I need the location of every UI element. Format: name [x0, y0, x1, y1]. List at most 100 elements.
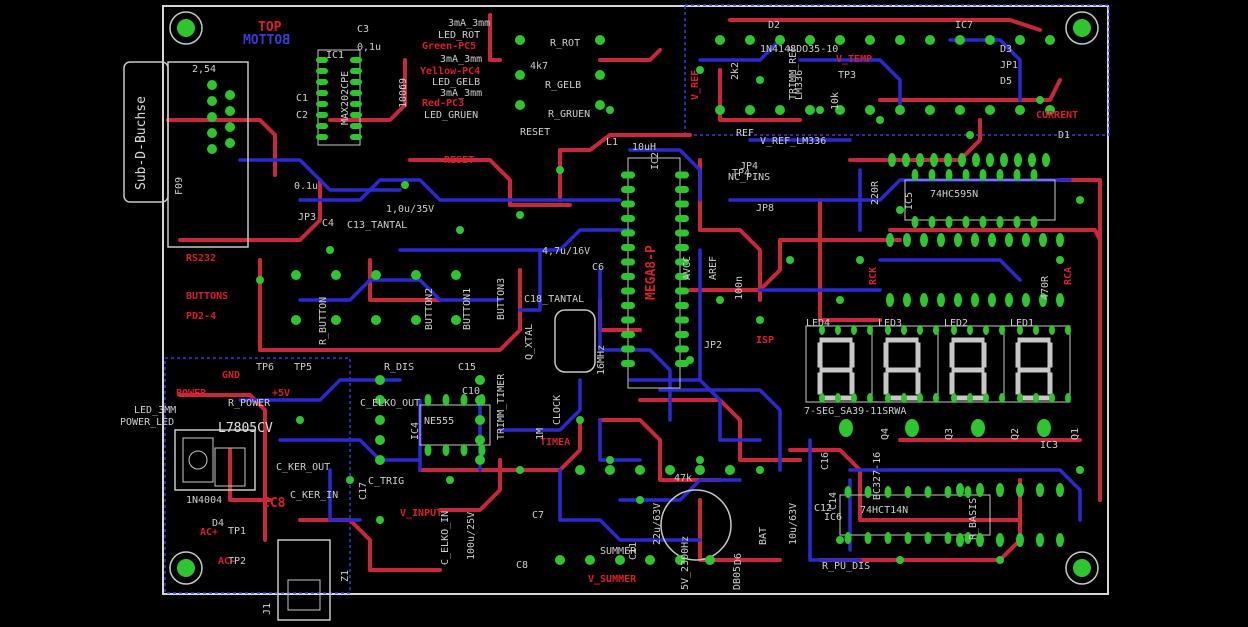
comp-jp4: JP4 [740, 161, 759, 172]
label-reset: RESET [444, 155, 475, 166]
pad [901, 393, 907, 403]
pad [695, 465, 705, 475]
pad [924, 532, 932, 544]
comp-c14: C14 [828, 491, 839, 510]
pad [1049, 325, 1055, 335]
pad [316, 101, 328, 107]
comp-c-ker-out: C_KER_OUT [276, 462, 331, 473]
via [556, 166, 564, 174]
comp-q2: Q2 [1010, 427, 1021, 440]
pad [621, 258, 635, 266]
pad [951, 393, 957, 403]
title-top: TOP [258, 20, 282, 35]
via [896, 556, 904, 564]
pad [1013, 169, 1021, 181]
pad [972, 153, 980, 167]
comp-10u-63v: 10u/63V [788, 502, 799, 545]
pad [1039, 293, 1047, 307]
comp-led4: LED4 [806, 318, 831, 329]
comp-c15: C15 [458, 362, 477, 373]
comp-ic3: IC3 [1040, 440, 1059, 451]
comp-47k: 47k [674, 473, 693, 484]
pad [316, 57, 328, 63]
pad [864, 532, 872, 544]
pad [745, 105, 755, 115]
via [756, 76, 764, 84]
comp-c4-value: 0.1u [294, 181, 319, 192]
via [1076, 466, 1084, 474]
via [1056, 256, 1064, 264]
comp-mega8: MEGA8-P [644, 245, 659, 300]
comp-j1: J1 [262, 602, 273, 615]
mounting-holes [169, 11, 1099, 585]
pad [675, 273, 689, 280]
pad [1022, 233, 1030, 247]
comp-d3: D3 [1000, 44, 1013, 55]
pad [621, 273, 635, 280]
pad [621, 229, 635, 237]
f09-label: F09 [174, 176, 185, 195]
pad [844, 532, 852, 544]
pad [350, 123, 362, 129]
pad [451, 270, 461, 280]
pad [350, 134, 362, 140]
comp-c13-value: 1,0u/35V [386, 204, 435, 215]
pad [956, 483, 964, 497]
pad [916, 153, 924, 167]
pad [442, 444, 450, 456]
label-rca: RCA [1063, 266, 1074, 285]
pad [1065, 393, 1071, 403]
pad [375, 415, 385, 425]
comp-led2: LED2 [944, 318, 969, 329]
comp-max202: MAX202CPE [340, 70, 351, 125]
via [606, 106, 614, 114]
pad [904, 532, 912, 544]
via [456, 226, 464, 234]
via [896, 206, 904, 214]
label-vinput: V_INPUT [400, 508, 443, 519]
comp-c12: C12 [814, 503, 833, 514]
pad [945, 216, 953, 228]
pad [225, 122, 235, 132]
pad [884, 486, 892, 498]
via [716, 296, 724, 304]
pad [964, 532, 972, 544]
label-power: POWER [176, 388, 207, 399]
pad [1056, 483, 1064, 497]
pad [207, 96, 217, 106]
pad [1056, 293, 1064, 307]
pad [988, 293, 996, 307]
pad [675, 244, 689, 251]
pad [1056, 233, 1064, 247]
pad [886, 233, 894, 247]
comp-c2: C2 [296, 110, 309, 121]
pad [605, 465, 615, 475]
label-5v: +5V [272, 388, 291, 399]
comp-ic2: IC2 [650, 151, 661, 170]
pad [835, 325, 841, 335]
comp-bc327: BC327-16 [872, 451, 883, 500]
comp-c18-value: 4,7u/16V [542, 246, 591, 257]
comp-470r: 470R [1040, 275, 1051, 300]
comp-button3: BUTTON3 [496, 277, 507, 320]
via [256, 276, 264, 284]
pad [350, 90, 362, 96]
label-gnd: GND [222, 370, 241, 381]
pad [835, 105, 845, 115]
pad [371, 315, 381, 325]
via [376, 516, 384, 524]
pad [375, 395, 385, 405]
comp-tp1: TP1 [228, 526, 247, 537]
comp-jp2: JP2 [704, 340, 723, 351]
pad [291, 270, 301, 280]
led3-current: 3mA_3mm [440, 88, 483, 99]
pad [930, 153, 938, 167]
pad [955, 105, 965, 115]
pad [986, 153, 994, 167]
comp-jp1: JP1 [1000, 60, 1019, 71]
pad [954, 293, 962, 307]
pad [944, 486, 952, 498]
via [836, 296, 844, 304]
pad [1016, 483, 1024, 497]
pad [615, 555, 625, 565]
